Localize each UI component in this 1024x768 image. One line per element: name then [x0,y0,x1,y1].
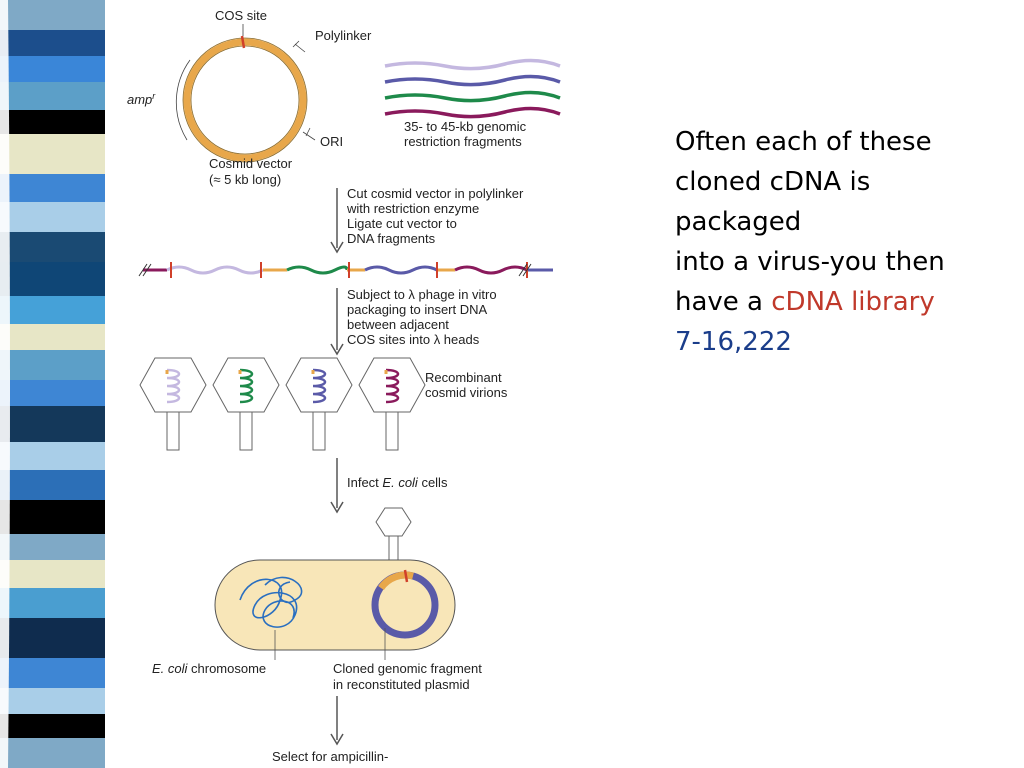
step2-line3: between adjacent [347,317,449,332]
ori-label: ORI [320,134,343,149]
virions-label-line2: cosmid virions [425,385,508,400]
cloned-fragment-line2: in reconstituted plasmid [333,677,470,692]
virion [358,357,426,451]
fragments-label-line1: 35- to 45-kb genomic [404,119,527,134]
stripe-block [0,30,105,56]
stripe-block [0,0,105,30]
step1-line4: DNA fragments [347,231,436,246]
stripe-block [0,534,105,560]
svg-text:ampr: ampr [127,91,156,107]
step1-line3: Ligate cut vector to [347,216,457,231]
polylinker-label: Polylinker [315,28,372,43]
caption-line-1: Often each of these [675,127,932,157]
stripe-block [0,688,105,714]
stripe-block [0,714,105,738]
cos-site-label: COS site [215,8,267,23]
infect-label: Infect E. coli cells [347,475,448,490]
ligated-concatemer [138,262,553,278]
caption-line-5: have a cDNA library [675,287,935,317]
stripe-block [0,174,105,202]
stripe-block [0,470,105,500]
caption-line-2: cloned cDNA is [675,167,871,197]
stripe-block [0,134,105,174]
amp-label: amp [127,92,152,107]
cosmid-vector-size: (≈ 5 kb long) [209,172,281,187]
stripe-block [0,618,105,658]
stripe-block [0,262,105,296]
virion [285,357,353,451]
virion [212,357,280,451]
fragments-label-line2: restriction fragments [404,134,522,149]
stripe-block [0,202,105,232]
cosmid-vector-ring [182,35,308,163]
stripe-block [0,658,105,688]
step-arrow-2 [330,288,344,356]
select-label: Select for ampicillin- [272,749,388,764]
stripe-block [0,738,105,768]
chromosome-label: E. coli chromosome [152,661,266,676]
decorative-stripe [0,0,105,768]
stripe-block [0,110,105,134]
step1-line1: Cut cosmid vector in polylinker [347,186,524,201]
step2-line4: COS sites into λ heads [347,332,480,347]
cloned-fragment-line1: Cloned genomic fragment [333,661,482,676]
virions-label-line1: Recombinant [425,370,502,385]
caption-line-4: into a virus-you then [675,247,945,277]
step-arrow-4 [330,696,344,746]
stripe-block [0,442,105,470]
stripe-block [0,406,105,442]
caption-line-3: packaged [675,207,802,237]
stripe-block [0,324,105,350]
cdna-library-highlight: cDNA library [771,287,935,317]
step2-line2: packaging to insert DNA [347,302,488,317]
stripe-block [0,350,105,380]
stripe-block [0,380,105,406]
cosmid-vector-label: Cosmid vector [209,156,293,171]
step1-line2: with restriction enzyme [346,201,479,216]
stripe-block [0,296,105,324]
amp-superscript: r [152,91,156,101]
stripe-block [0,82,105,110]
virion [139,357,207,451]
ecoli-cell [214,559,456,651]
recombinant-virions [139,357,426,451]
infecting-phage [375,507,412,561]
stripe-block [0,588,105,618]
stripe-block [0,232,105,262]
stripe-block [0,500,105,534]
genomic-fragments [384,58,561,119]
slide-caption: Often each of these cloned cDNA is packa… [675,122,1020,362]
step-arrow-3 [330,458,344,514]
stripe-block [0,560,105,588]
step2-line1: Subject to λ phage in vitro [347,287,497,302]
stripe-block [0,56,105,82]
step-arrow-1 [330,188,344,254]
cosmid-cloning-figure: COS site Polylinker ampr ORI Cosmid vect… [127,8,561,764]
caption-reference: 7-16,222 [675,327,792,357]
